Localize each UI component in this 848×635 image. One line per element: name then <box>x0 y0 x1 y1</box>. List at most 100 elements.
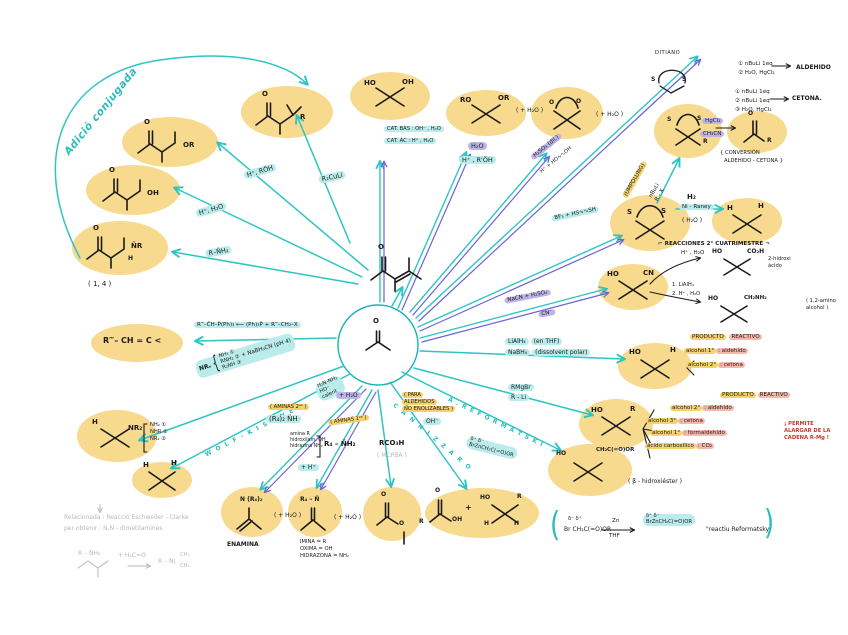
acetal-RO: RO <box>460 96 472 104</box>
alcoholR-HO: HO <box>591 406 603 414</box>
hydrate-HO: HO <box>364 79 376 87</box>
block2-row1: alcohol 2°: aldehído <box>670 405 734 412</box>
r4-k3: hidrazina NH₂ <box>290 444 323 450</box>
block1-header: PRODUCTO REACTIVO <box>690 334 762 341</box>
acid-HO: HO <box>712 248 723 255</box>
proc-a1: ① nBuLi 1eq <box>738 61 773 67</box>
aminas-2-text: ( AMINAS 2ᵃˢ ) <box>268 404 309 410</box>
p4-NR: N̈R <box>131 242 143 250</box>
h2o-paren-label: ( H₂O ) <box>682 217 703 224</box>
b1r2a: alcohol 2° <box>686 362 719 368</box>
structure-wolff-alkane <box>148 471 176 491</box>
cyclic-O2: O <box>576 98 582 105</box>
hh-H1: H <box>727 204 733 212</box>
cyan-CN: CN <box>643 269 654 277</box>
b2r1a: alcohol 2° <box>670 405 703 411</box>
pam-2: NHR ② <box>150 428 168 435</box>
cannacid-OH: OH <box>452 516 463 523</box>
structure-ketone-R <box>255 102 302 135</box>
hh-H2: H <box>758 202 764 210</box>
highlight-blobs <box>72 72 787 541</box>
cannalc-R: R <box>517 493 522 500</box>
polar-text: (dissolvent polar) <box>532 349 591 356</box>
oh-minus-label: OH⁻ <box>423 418 442 426</box>
gray-sketch <box>77 504 150 578</box>
wittig-equation: R‴–C̄H–P̈(Ph)₃ ⟵ (Ph)₃P̈ + R‴–CH₂–X <box>194 322 301 329</box>
structure-cyanohydrin <box>618 280 648 300</box>
gray-formula-3: R – N⟨ <box>158 558 176 565</box>
p4-H: H <box>128 255 134 262</box>
b1r2b: : cetona <box>718 362 745 368</box>
double-arrows-purple <box>265 60 700 492</box>
structure-alcohol-R <box>601 416 631 436</box>
wittig-product-label: R‴– CH = C < <box>103 336 162 345</box>
acetal-OR: OR <box>498 94 510 102</box>
b2r1b: : aldehído <box>702 405 734 411</box>
eq-left-formula: Br CH₂C(=O)OR <box>564 526 612 533</box>
eq-right-blob: δ⁺ δ⁻BrZnCH₂C(=O)OR <box>643 513 695 526</box>
reacciones-header: ⌐ REACCIONES 2° CUATRIMESTRE ¬ <box>658 241 770 247</box>
p1-R: R <box>300 113 306 121</box>
wolffprod-H2: H <box>171 459 177 467</box>
hydroxy-acid-note-1: 2-hidroxi <box>768 256 791 262</box>
dithianeR-R: R <box>703 138 708 145</box>
alcoholH-HO: HO <box>629 348 641 356</box>
h-rpoh-text: H⁺ , R'ÖH <box>459 156 496 164</box>
thf-text: (en THF) <box>530 338 563 345</box>
structure-alcohol-H <box>640 359 670 379</box>
hydrate-OH: OH <box>402 78 414 86</box>
dithiane-S2: S <box>661 207 667 215</box>
eq-delta-right: δ⁺ δ⁻ <box>646 513 660 519</box>
eq-zn: Zn <box>612 518 620 524</box>
b2r2b: : cetona <box>678 418 705 424</box>
acid-CO2H: CO₂H <box>747 248 765 255</box>
permite-1: ¡ PERMITE <box>784 421 814 427</box>
central-ketone-circle <box>337 304 419 386</box>
nrx-text: NRₓ <box>198 362 212 373</box>
plus-h2o-enamine: ( + H₂O ) <box>274 512 302 519</box>
structure-cyclic-acetal <box>553 96 581 130</box>
b2r4a: ácido carboxílico <box>645 443 696 449</box>
ester-O1: O <box>381 491 387 498</box>
h2o-label: H₂O <box>468 142 487 150</box>
structure-ketone-OR <box>137 130 176 163</box>
structure-ketone-R2 <box>743 120 765 143</box>
structure-ketone-NHR <box>86 236 125 269</box>
proc-a-result: ALDEHIDO <box>796 64 831 71</box>
p1-O: O <box>262 90 268 98</box>
dithiane-S1: S <box>627 208 633 216</box>
bhe-HO: HO <box>556 450 567 457</box>
imine-n-label: R₄ – N̈ <box>300 496 320 503</box>
proc-b2: ② nBuLi 1eq <box>735 98 770 104</box>
structure-acetone <box>365 330 391 351</box>
pnr2-NR2: NR₂ <box>128 424 143 432</box>
cannizzaro-plus: + <box>465 503 472 512</box>
b2r2a: alcohol 3° <box>646 418 679 424</box>
cyclic-O1: O <box>549 99 555 106</box>
fork-lialh4-1: 1. LiAlH₄ <box>672 282 694 288</box>
proc-b3: ③ H₂O, HgCl₂ <box>735 107 772 113</box>
eq-thf: THF <box>609 533 620 539</box>
mcpba-label: ( MCPBA ) <box>377 452 407 459</box>
block2-header: PRODUCTO REACTIVO <box>720 392 790 399</box>
amino-alcohol-note-2: alcohol ) <box>806 304 829 311</box>
b1r1a: alcohol 1° <box>684 348 717 354</box>
structure-carboxylic-acid <box>429 499 452 523</box>
permite-2: ALARGAR DE LA <box>784 427 831 434</box>
gray-note-1: Relacionada : Reacció Eschweiler - Clark… <box>64 514 189 521</box>
dithianeR-S1: S <box>667 116 672 123</box>
ni-raney-label: Ni - Raney <box>679 204 714 211</box>
pam-3: NR₂ ③ <box>150 435 166 442</box>
double-arrows-teal <box>261 57 697 489</box>
beta-hydroxy-ester-label: ( β - hidroxiéster ) <box>628 478 682 485</box>
structure-enone <box>370 256 422 292</box>
p2-OR: OR <box>183 141 195 149</box>
wittig-eq-text: R‴–C̄H–P̈(Ph)₃ ⟵ (Ph)₃P̈ + R‴–CH₂–X <box>194 322 301 328</box>
reactivo1-text: REACTIVO <box>729 334 762 340</box>
plus-h2o-center: + H₂O <box>336 392 361 400</box>
ketoneR2-O: O <box>748 110 754 117</box>
ch3cn-text: CH₃CN <box>700 131 725 137</box>
gray-formula-1: R – N̈H₂ <box>78 550 101 557</box>
